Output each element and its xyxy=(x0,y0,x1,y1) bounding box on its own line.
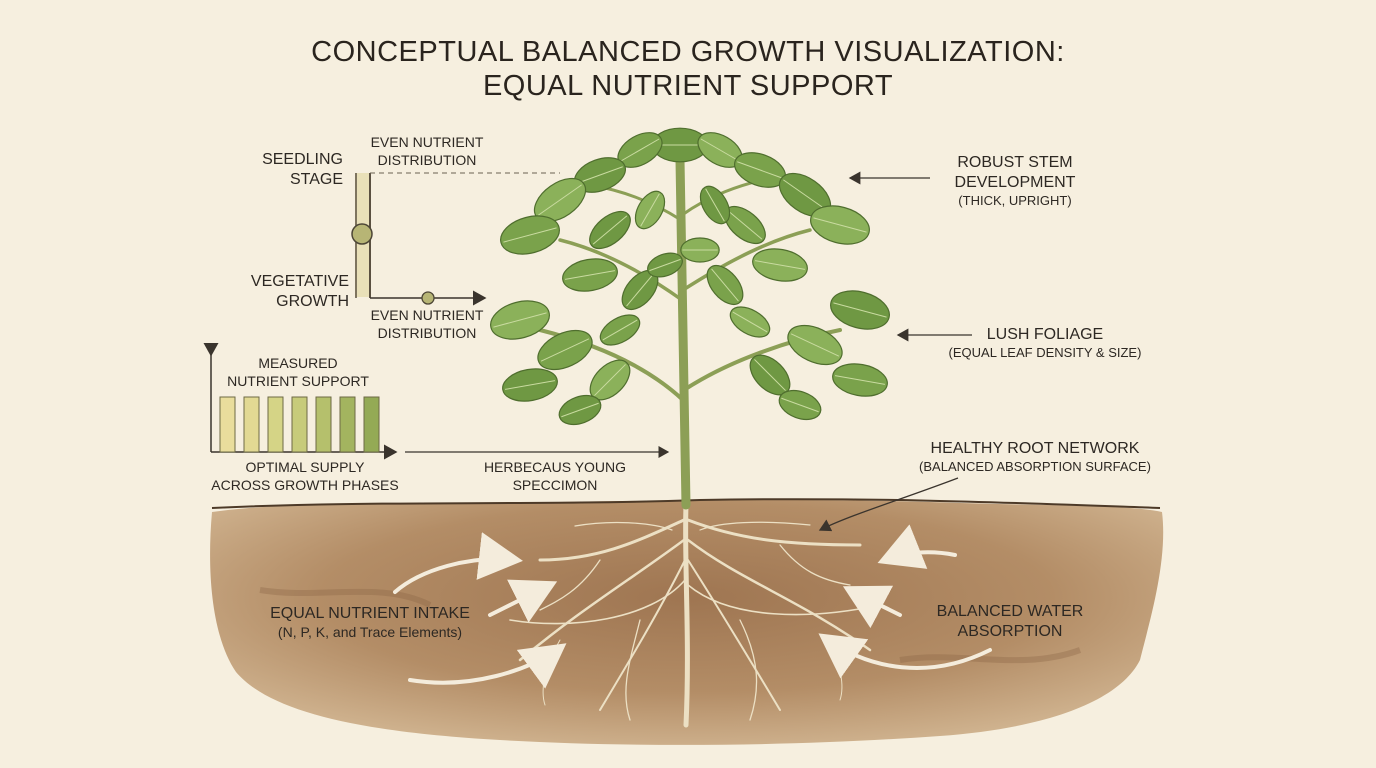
plant-foliage xyxy=(490,127,890,426)
nutrient-bar xyxy=(363,396,380,453)
leaf-vein xyxy=(564,270,616,280)
leaf-vein xyxy=(754,359,786,391)
leaf-vein xyxy=(592,215,628,245)
leaf-vein xyxy=(727,210,763,240)
leaf-vein xyxy=(561,402,599,418)
nutrient-bar xyxy=(243,396,260,453)
nutrient-bar xyxy=(291,396,308,453)
callout-arrows xyxy=(818,171,972,532)
leaf-vein xyxy=(538,184,582,216)
leaf-vein xyxy=(781,397,819,413)
leaf-vein xyxy=(737,161,783,179)
page-title-line-2: EQUAL NUTRIENT SUPPORT xyxy=(482,70,894,102)
leaf-vein xyxy=(754,260,806,270)
leaf-vein xyxy=(732,311,768,333)
leaf-vein xyxy=(700,138,740,162)
nutrient-bar-chart xyxy=(203,343,670,460)
leaf-vein xyxy=(790,333,840,357)
nutrient-bar xyxy=(339,396,356,453)
leaf-vein xyxy=(649,258,681,272)
leaf-vein xyxy=(493,312,547,328)
label-healthy-root-network: HEALTHY ROOT NETWORK (BALANCED ABSORPTIO… xyxy=(919,440,1151,474)
page-title-line-1: CONCEPTUAL BALANCED GROWTH VISUALIZATION… xyxy=(311,36,1065,68)
leaf-vein xyxy=(813,217,867,233)
leaf-vein xyxy=(577,166,623,184)
label-equal-nutrient-intake: EQUAL NUTRIENT INTAKE (N, P, K, and Trac… xyxy=(270,605,470,640)
leaf-vein xyxy=(626,273,654,307)
leaf-vein xyxy=(834,375,886,385)
absorption-arrows xyxy=(393,524,992,689)
leaf-vein xyxy=(503,227,557,243)
label-lush-foliage: LUSH FOLIAGE (EQUAL LEAF DENSITY & SIZE) xyxy=(948,326,1142,360)
leaf-vein xyxy=(504,380,556,390)
leaf-vein xyxy=(640,193,660,227)
growth-timeline xyxy=(351,172,560,306)
leaf-vein xyxy=(620,138,660,162)
nutrient-bar xyxy=(267,396,284,453)
leaf-vein xyxy=(705,188,725,222)
leaf-vein xyxy=(711,268,739,302)
nutrient-bar xyxy=(315,396,332,453)
leaf-vein xyxy=(833,302,887,318)
leaf-vein xyxy=(602,319,638,341)
nutrient-bar xyxy=(219,396,236,453)
leaf-vein xyxy=(540,338,590,362)
leaf-vein xyxy=(594,364,626,396)
leaf-vein xyxy=(783,179,827,211)
